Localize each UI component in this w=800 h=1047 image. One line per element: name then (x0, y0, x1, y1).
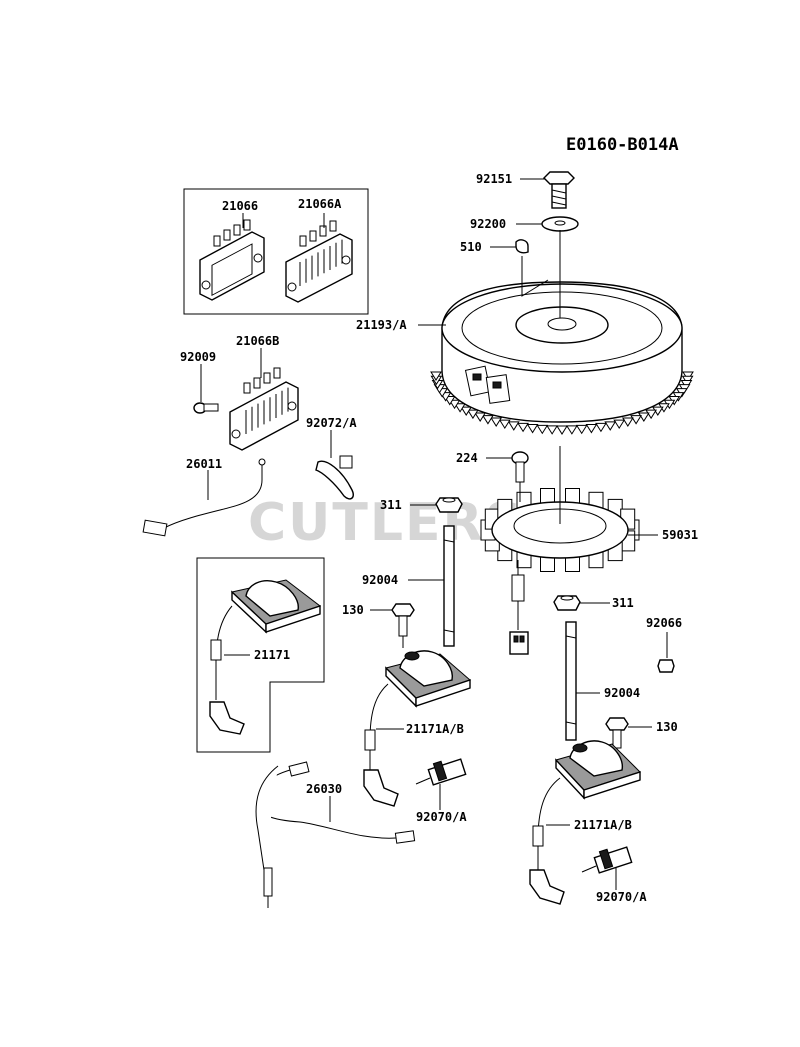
label-130-left: 130 (342, 603, 364, 617)
label-92070a-left: 92070/A (416, 810, 467, 824)
label-224: 224 (456, 451, 478, 465)
nut-92066 (657, 659, 675, 673)
bolt-130-left (391, 603, 415, 648)
label-311-right: 311 (612, 596, 634, 610)
watermark-text: CUTLERS (248, 493, 524, 553)
label-59031: 59031 (662, 528, 698, 542)
nut-311-right (553, 595, 581, 611)
label-21171: 21171 (254, 648, 290, 662)
label-92009: 92009 (180, 350, 216, 364)
label-92004-left: 92004 (362, 573, 398, 587)
label-92004-right: 92004 (604, 686, 640, 700)
wire-26030 (255, 761, 416, 908)
diagram-code: E0160-B014A (566, 135, 679, 155)
screw-224 (511, 451, 529, 502)
label-92200: 92200 (470, 217, 506, 231)
label-130-right: 130 (656, 720, 678, 734)
label-21171ab-left: 21171A/B (406, 722, 464, 736)
stud-92004-right (565, 621, 577, 741)
ignition-coil-21171 (209, 579, 322, 735)
clip-92072a (315, 455, 354, 500)
flywheel-21193a (430, 281, 694, 435)
coil-box (196, 557, 325, 753)
regulator-21066 (199, 219, 265, 301)
spark-plug-92070a-right (581, 846, 633, 874)
bolt-130-right (605, 717, 629, 749)
label-311-left: 311 (380, 498, 402, 512)
label-21171ab-right: 21171A/B (574, 818, 632, 832)
label-92066: 92066 (646, 616, 682, 630)
bolt-92151 (543, 171, 575, 209)
regulator-21066a (285, 220, 353, 303)
washer-92200 (541, 216, 579, 232)
wire-26011 (142, 458, 266, 537)
spark-plug-92070a-left (415, 758, 467, 786)
label-92072a: 92072/A (306, 416, 357, 430)
ignition-coil-21171ab-left (363, 650, 471, 807)
label-26011: 26011 (186, 457, 222, 471)
label-92070a-right: 92070/A (596, 890, 647, 904)
stator-59031 (480, 446, 640, 655)
stud-92004-left (443, 525, 455, 647)
label-21066: 21066 (222, 199, 258, 213)
label-21193a: 21193/A (356, 318, 407, 332)
regulator-box (183, 188, 369, 315)
label-26030: 26030 (306, 782, 342, 796)
label-21066a: 21066A (298, 197, 342, 211)
nut-311-left (435, 497, 463, 513)
label-21066b: 21066B (236, 334, 279, 348)
ignition-coil-21171ab-right (529, 740, 641, 905)
label-510: 510 (460, 240, 482, 254)
key-510 (515, 239, 529, 254)
regulator-21066b (229, 367, 299, 451)
screw-92009 (193, 402, 219, 414)
label-92151: 92151 (476, 172, 512, 186)
